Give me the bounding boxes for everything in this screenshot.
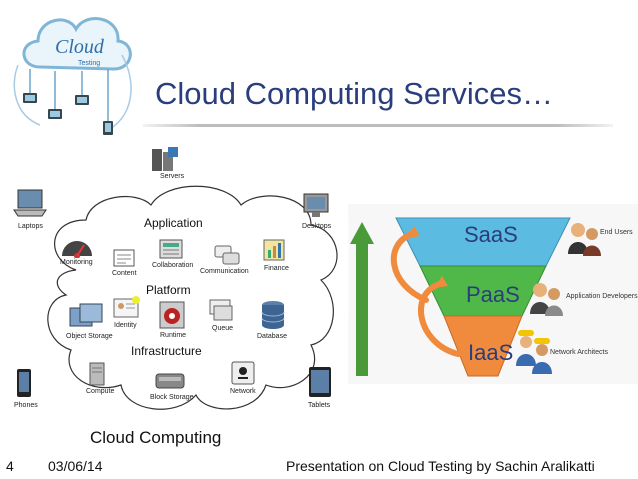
slide-footer: Presentation on Cloud Testing by Sachin …: [286, 458, 595, 474]
database-icon: [260, 300, 286, 330]
slide-number: 4: [6, 458, 14, 474]
communication-icon: [213, 244, 241, 266]
monitoring-icon: [60, 236, 94, 259]
finance-label: Finance: [264, 265, 289, 272]
network-architects-icon: [516, 330, 552, 374]
paas-label: PaaS: [466, 282, 520, 307]
cloud-testing-logo: Cloud Testing: [13, 17, 132, 135]
end-users-icon: [568, 223, 601, 256]
slide-title: Cloud Computing Services…: [155, 76, 554, 111]
network-architects-label: Network Architects: [550, 349, 608, 356]
value-visibility-axis-label: Value Visibility to End Users: [342, 218, 351, 318]
slide-date: 03/06/14: [48, 458, 103, 474]
runtime-label: Runtime: [160, 332, 187, 339]
block-storage-icon: [154, 370, 186, 392]
network-icon: [230, 360, 256, 386]
service-pyramid: [348, 204, 638, 384]
communication-label: Communication: [200, 268, 249, 275]
queue-icon: [208, 298, 234, 322]
object-storage-icon: [68, 300, 104, 330]
compute-icon: [88, 362, 106, 386]
identity-label: Identity: [114, 322, 137, 329]
database-label: Database: [257, 333, 287, 340]
object-storage-label: Object Storage: [66, 333, 113, 340]
logo-sub: Testing: [78, 60, 100, 67]
runtime-icon: [158, 300, 186, 330]
finance-icon: [261, 236, 289, 262]
servers-label: Servers: [160, 173, 185, 180]
compute-label: Compute: [86, 388, 115, 395]
cloud-computing-caption: Cloud Computing: [90, 428, 222, 447]
collaboration-icon: [158, 236, 184, 260]
desktop-icon: [302, 192, 330, 220]
infrastructure-label: Infrastructure: [131, 344, 202, 358]
block-storage-label: Block Storage: [150, 394, 194, 401]
network-label: Network: [230, 388, 256, 395]
saas-label: SaaS: [464, 222, 518, 247]
app-developers-label: Application Developers: [566, 293, 638, 300]
queue-label: Queue: [212, 325, 234, 332]
application-label: Application: [144, 216, 203, 230]
phone-icon: [16, 368, 32, 398]
monitoring-label: Monitoring: [60, 259, 93, 266]
laptops-label: Laptops: [18, 223, 43, 230]
laptop-icon: [12, 188, 50, 220]
servers-icon: [150, 147, 180, 173]
iaas-label: IaaS: [468, 340, 514, 365]
end-users-label: End Users: [600, 229, 633, 236]
platform-label: Platform: [146, 283, 191, 297]
content-icon: [112, 248, 138, 268]
collaboration-label: Collaboration: [152, 262, 194, 269]
desktops-label: Desktops: [302, 223, 332, 230]
content-label: Content: [112, 270, 137, 277]
title-divider: [143, 124, 613, 127]
logo-word: Cloud: [55, 36, 105, 58]
tablet-icon: [308, 366, 332, 398]
tablets-label: Tablets: [308, 402, 331, 409]
identity-icon: [112, 296, 142, 320]
phones-label: Phones: [14, 402, 38, 409]
app-developers-icon: [530, 283, 563, 316]
